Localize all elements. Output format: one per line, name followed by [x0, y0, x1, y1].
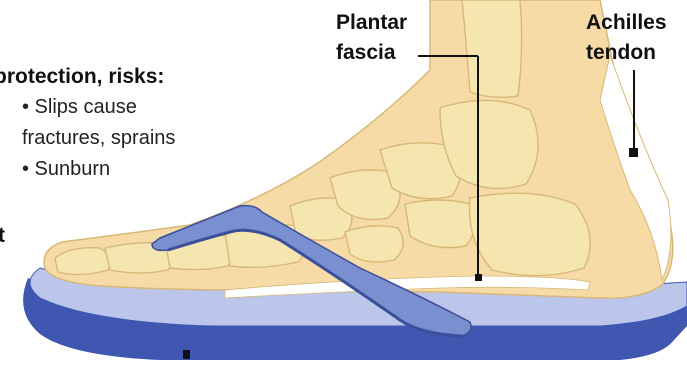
- risk-item-sunburn: • Sunburn: [22, 157, 110, 181]
- plantar-fascia-label-line1: Plantar: [336, 10, 407, 35]
- plantar-fascia-label-line2: fascia: [336, 40, 396, 65]
- achilles-tendon-label-line1: Achilles: [586, 10, 667, 35]
- plantar-leader-marker: [475, 274, 482, 281]
- achilles-tendon-label-line2: tendon: [586, 40, 656, 65]
- sole-marker: [183, 350, 190, 359]
- risk-heading: protection, risks:: [0, 64, 164, 89]
- risk-item-slips-cont: fractures, sprains: [22, 126, 175, 150]
- risk-item-slips: • Slips cause: [22, 95, 137, 119]
- achilles-leader-marker: [629, 148, 638, 157]
- cut-off-label: t: [0, 224, 5, 248]
